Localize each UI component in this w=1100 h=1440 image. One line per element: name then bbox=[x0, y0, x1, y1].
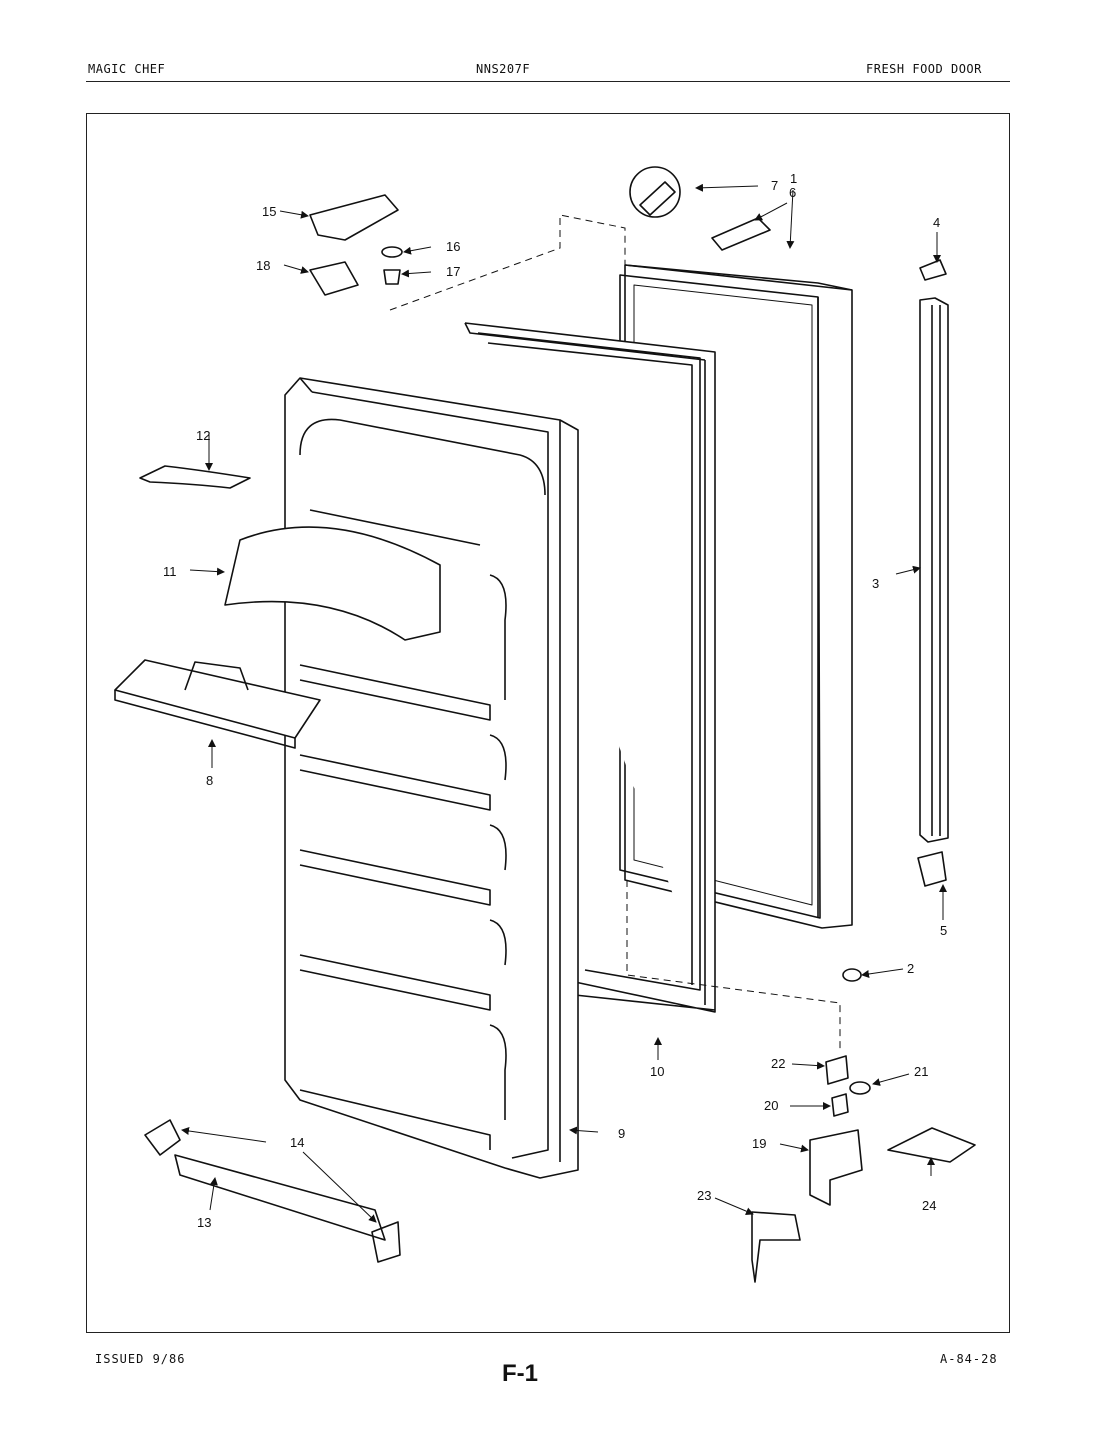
diagram-frame bbox=[86, 113, 1010, 1333]
bottom-hinge-plate bbox=[887, 1127, 976, 1163]
callout-8: 8 bbox=[206, 773, 213, 788]
callout-13: 13 bbox=[197, 1215, 211, 1230]
callout-1: 1 bbox=[790, 171, 797, 186]
hinge-shim bbox=[309, 261, 359, 296]
callout-14: 14 bbox=[290, 1135, 304, 1150]
callout-22: 22 bbox=[771, 1056, 785, 1071]
callout-2: 2 bbox=[907, 961, 914, 976]
document-number: A-84-28 bbox=[940, 1352, 998, 1366]
page-code: F-1 bbox=[502, 1360, 538, 1387]
header-rule bbox=[86, 81, 1010, 82]
callout-16: 16 bbox=[446, 239, 460, 254]
callout-4: 4 bbox=[933, 215, 940, 230]
hinge-pin-detail bbox=[629, 166, 681, 218]
top-hinge bbox=[309, 194, 399, 241]
shelf-bar bbox=[174, 1154, 386, 1241]
dairy-cover bbox=[224, 526, 441, 641]
model-label: NNS207F bbox=[476, 62, 531, 76]
callout-17: 17 bbox=[446, 264, 460, 279]
hinge-shim-plate bbox=[751, 1211, 801, 1283]
callout-23: 23 bbox=[697, 1188, 711, 1203]
bottom-spacer bbox=[831, 1093, 849, 1117]
callout-10: 10 bbox=[650, 1064, 664, 1079]
callout-18: 18 bbox=[256, 258, 270, 273]
callout-9: 9 bbox=[618, 1126, 625, 1141]
callout-12: 12 bbox=[196, 428, 210, 443]
bottom-hinge-bracket bbox=[809, 1129, 863, 1206]
egg-tray bbox=[114, 659, 321, 749]
callout-21: 21 bbox=[914, 1064, 928, 1079]
dairy-cover-hinge bbox=[139, 465, 251, 489]
callout-24: 24 bbox=[922, 1198, 936, 1213]
callout-20: 20 bbox=[764, 1098, 778, 1113]
hinge-bushing bbox=[383, 269, 401, 285]
callout-6: 6 bbox=[789, 185, 796, 200]
brand-label: MAGIC CHEF bbox=[88, 62, 166, 76]
hinge-cover bbox=[711, 217, 771, 251]
section-label: FRESH FOOD DOOR bbox=[866, 62, 982, 76]
inner-door-liner bbox=[284, 377, 579, 1179]
strip-clip-top bbox=[919, 259, 947, 281]
callout-19: 19 bbox=[752, 1136, 766, 1151]
bar-end-cap-right bbox=[371, 1221, 401, 1263]
issued-label: ISSUED 9/86 bbox=[95, 1352, 186, 1366]
breaker-strip bbox=[919, 297, 949, 843]
door-gasket bbox=[464, 322, 716, 1013]
callout-11: 11 bbox=[163, 564, 177, 579]
bottom-washer bbox=[849, 1081, 871, 1095]
callout-3: 3 bbox=[872, 576, 879, 591]
callout-5: 5 bbox=[940, 923, 947, 938]
washer bbox=[381, 246, 403, 258]
plug bbox=[842, 968, 862, 982]
callout-7: 7 bbox=[771, 178, 778, 193]
bar-end-cap-left bbox=[144, 1119, 181, 1156]
strip-clip-bottom bbox=[917, 851, 947, 887]
callout-15: 15 bbox=[262, 204, 276, 219]
bottom-bushing bbox=[825, 1055, 849, 1085]
